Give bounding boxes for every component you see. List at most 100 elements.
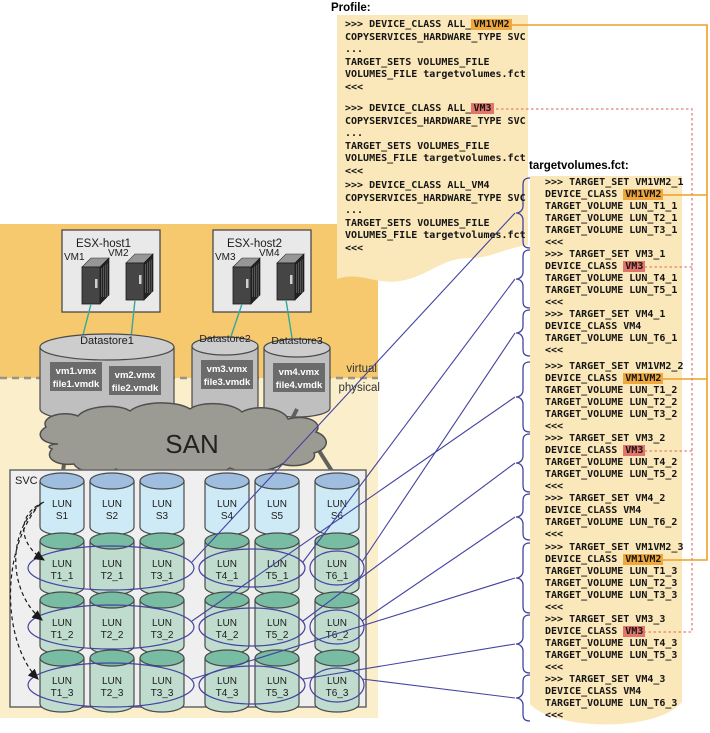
lun-t5_2-cylinder-label-2: T5_2	[266, 630, 289, 641]
lun-t2_2-cylinder-top	[89, 591, 135, 609]
lun-t6_2-cylinder-label-1: LUN	[327, 618, 347, 629]
code-line: <<<	[545, 481, 564, 492]
target-set-ellipse	[27, 604, 195, 650]
ellipse-to-block-connector	[302, 278, 516, 563]
datastore-1: Datastore1vm1.vmxfile1.vmdkvm2.vmxfile2.…	[39, 333, 175, 423]
device-class-highlight-vm1vm2: VM1VM2	[623, 373, 664, 384]
code-line: >>> TARGET_SET VM1VM2_2	[545, 361, 684, 372]
code-line: COPYSERVICES_HARDWARE_TYPE SVC	[345, 31, 526, 43]
device-class-highlight-vm3: VM3	[471, 103, 494, 114]
lun-s1-cylinder-label-2: S1	[56, 511, 69, 522]
target-set-brace	[515, 674, 531, 722]
target-set-ellipse	[198, 607, 306, 647]
code-line: TARGET_VOLUME LUN_T1_2	[545, 385, 678, 396]
vm3-trace-line	[491, 108, 693, 633]
lun-t1_3-cylinder-label-2: T1_3	[51, 688, 74, 699]
code-line: COPYSERVICES_HARDWARE_TYPE SVC	[345, 192, 526, 204]
target-set-ellipse	[198, 665, 306, 705]
lun-t2_3-cylinder-label-1: LUN	[102, 676, 122, 687]
code-line: DEVICE_CLASS VM1VM2	[545, 554, 664, 565]
lun-s1-cylinder-label-1: LUN	[52, 499, 72, 510]
vm-label-vm1: VM1	[64, 252, 85, 263]
code-line: TARGET_VOLUME LUN_T4_2	[545, 457, 678, 468]
ellipse-to-block-connector	[302, 643, 516, 680]
target-set-brace	[515, 493, 531, 541]
generated-overlay-elements: SVCLUNS1LUNS2LUNS3LUNS4LUNS5LUNS6LUNT1_1…	[9, 177, 531, 722]
lun-t3_3-cylinder-top	[139, 649, 185, 667]
lun-s3-cylinder-label-1: LUN	[152, 499, 172, 510]
ellipse-to-block-connector	[191, 396, 516, 622]
ellipse-to-block-connector	[302, 462, 516, 622]
code-line: <<<	[345, 165, 364, 177]
lun-t5_2-cylinder-top	[254, 591, 300, 609]
datastore-name: Datastore3	[271, 335, 323, 347]
vm2-icon-slot	[139, 275, 142, 284]
device-class-highlight-vm3: VM3	[623, 626, 646, 637]
lun-s5-cylinder-label-2: S5	[271, 511, 284, 522]
vmdk-file-label: file2.vmdk	[112, 383, 159, 394]
code-line: TARGET_VOLUME LUN_T6_3	[545, 698, 678, 709]
datastore-name: Datastore1	[80, 335, 134, 347]
datastore-3-cylinder-top	[263, 338, 331, 358]
target-set-ellipse	[27, 545, 195, 591]
lun-t3_3-cylinder-label-1: LUN	[152, 676, 172, 687]
lun-t2_1-cylinder-label-1: LUN	[102, 559, 122, 570]
vm-file-box	[50, 362, 102, 391]
lun-s6-cylinder-label-1: LUN	[327, 499, 347, 510]
code-line: >>> DEVICE_CLASS ALL_VM1VM2	[345, 19, 512, 30]
lun-s5-cylinder-top	[254, 472, 300, 490]
profile-note-background	[337, 15, 528, 282]
device-class-highlight-vm3: VM3	[623, 445, 646, 456]
lun-t5_1-cylinder-label-2: T5_1	[266, 571, 289, 582]
ellipse-to-block-connector	[191, 577, 516, 680]
code-line: VOLUMES_FILE targetvolumes.fct	[345, 69, 526, 80]
flashcopy-arrow	[15, 502, 43, 621]
code-line: TARGET_VOLUME LUN_T2_2	[545, 397, 678, 408]
lun-s6-cylinder-top	[314, 472, 360, 490]
vmdk-file-label: file1.vmdk	[53, 379, 100, 390]
target-set-brace	[515, 249, 531, 309]
code-line: <<<	[545, 345, 564, 356]
target-set-brace	[515, 177, 531, 249]
code-line: DEVICE_CLASS VM1VM2	[545, 189, 664, 200]
code-line: TARGET_VOLUME LUN_T3_1	[545, 225, 678, 236]
vm1-icon-slot	[95, 279, 98, 288]
lun-t4_2-cylinder-top	[204, 591, 250, 609]
lun-t4_1-cylinder-label-2: T4_1	[216, 571, 239, 582]
lun-t2_3-cylinder-top	[89, 649, 135, 667]
datastore-2-cylinder-top	[191, 336, 259, 356]
code-line: TARGET_SETS VOLUMES_FILE	[345, 217, 490, 229]
lun-t3_1-cylinder-label-1: LUN	[152, 559, 172, 570]
vm-file-box	[109, 366, 161, 395]
lun-t5_3-cylinder-top	[254, 649, 300, 667]
code-line: >>> TARGET_SET VM4_3	[545, 674, 666, 685]
lun-t5_3-cylinder-label-1: LUN	[267, 676, 287, 687]
svc-label: SVC	[15, 475, 38, 487]
lun-t1_1-cylinder-label-1: LUN	[52, 559, 72, 570]
code-line: >>> TARGET_SET VM4_2	[545, 493, 666, 504]
device-class-highlight-vm1vm2: VM1VM2	[623, 189, 664, 200]
lun-t1_3-cylinder-top	[39, 649, 85, 667]
lun-t6_3-cylinder-label-2: T6_3	[326, 688, 349, 699]
vmx-file-label: vm2.vmx	[115, 370, 156, 381]
code-line: >>> TARGET_SET VM3_3	[545, 614, 666, 625]
lun-t2_1-cylinder-label-2: T2_1	[101, 571, 124, 582]
lun-t4_3-cylinder-label-2: T4_3	[216, 688, 239, 699]
code-line: TARGET_VOLUME LUN_T4_3	[545, 638, 678, 649]
lun-t4_3-cylinder-label-1: LUN	[217, 676, 237, 687]
